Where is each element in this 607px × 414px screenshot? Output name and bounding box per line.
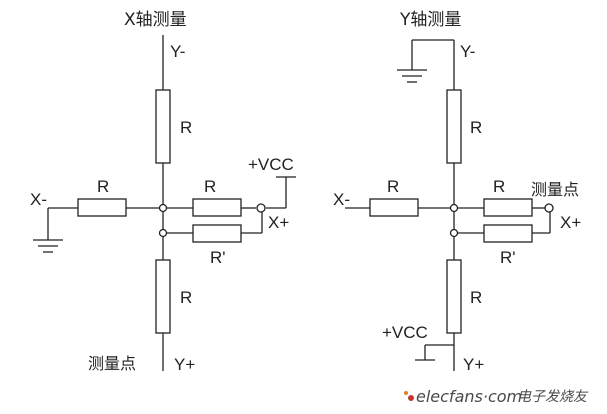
measure-point-label: 测量点 xyxy=(88,354,136,373)
node-center-lower xyxy=(158,228,168,238)
resistor-left-label: R xyxy=(97,177,109,196)
resistor-right-lower-label-2: R' xyxy=(500,248,516,267)
watermark-tld: com xyxy=(488,387,522,406)
resistor-right-upper-2 xyxy=(483,198,533,217)
resistor-bottom-label-2: R xyxy=(470,288,482,307)
ground-icon xyxy=(33,239,63,253)
measure-point-label-2: 测量点 xyxy=(531,180,579,199)
resistor-top-label-2: R xyxy=(470,118,482,137)
resistor-right-lower-label: R' xyxy=(210,248,226,267)
node-center xyxy=(158,203,168,213)
resistor-right-upper xyxy=(192,198,242,217)
resistor-top xyxy=(155,89,171,164)
x-plus-label-2: X+ xyxy=(560,213,581,232)
watermark: elecfans·com 电子发烧友 xyxy=(404,387,589,406)
resistor-bottom-label: R xyxy=(180,288,192,307)
ground-icon-2 xyxy=(397,69,427,83)
resistor-bottom xyxy=(155,259,171,334)
resistor-left-2 xyxy=(369,198,419,217)
vcc-label-2: +VCC xyxy=(382,323,428,342)
resistor-right-upper-label-2: R xyxy=(493,177,505,196)
x-axis-title: X轴测量 xyxy=(124,10,187,30)
watermark-dot: · xyxy=(483,387,488,406)
x-minus-label: X- xyxy=(30,190,47,209)
resistor-top-2 xyxy=(446,89,462,164)
y-axis-title: Y轴测量 xyxy=(399,10,461,30)
resistor-left-label-2: R xyxy=(387,177,399,196)
resistor-right-lower-2 xyxy=(483,224,533,243)
y-plus-label: Y+ xyxy=(174,355,195,374)
vcc-label: +VCC xyxy=(248,155,294,174)
resistor-bottom-2 xyxy=(446,259,462,334)
resistor-right-upper-label: R xyxy=(204,177,216,196)
y-minus-label-2: Y- xyxy=(460,42,475,61)
watermark-cn: 电子发烧友 xyxy=(517,389,589,405)
watermark-site: elecfans xyxy=(416,387,483,406)
y-minus-label: Y- xyxy=(170,42,185,61)
y-axis-circuit: Y轴测量 Y- R R Y+ +VCC X- R R xyxy=(333,10,581,374)
node-center-2 xyxy=(449,203,459,213)
resistor-top-label: R xyxy=(180,118,192,137)
node-x-plus xyxy=(256,203,266,213)
node-x-plus-2 xyxy=(544,203,554,213)
watermark-text: elecfans·com xyxy=(416,387,522,406)
resistor-left xyxy=(77,198,127,217)
elecfans-logo-icon xyxy=(404,391,414,401)
x-minus-label-2: X- xyxy=(333,190,350,209)
x-axis-circuit: X轴测量 Y- R R Y+ 测量点 X- R R R' xyxy=(30,10,296,374)
y-plus-label-2: Y+ xyxy=(463,355,484,374)
node-center-lower-2 xyxy=(449,228,459,238)
x-plus-label: X+ xyxy=(268,213,289,232)
resistor-right-lower xyxy=(192,224,242,243)
